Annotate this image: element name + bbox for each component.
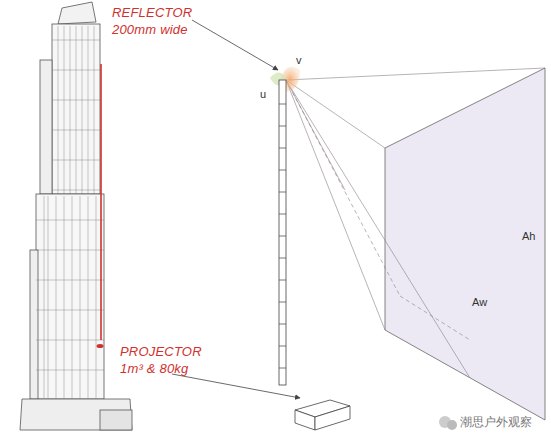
projector-box — [295, 400, 350, 430]
projection-rays — [286, 68, 545, 378]
axis-label: u — [260, 88, 266, 100]
leader-line — [192, 20, 278, 70]
callout-title: PROJECTOR — [120, 345, 202, 359]
facade-lines — [36, 26, 104, 398]
reflector-strip — [100, 64, 102, 340]
callout-note: 200mm wide — [112, 23, 188, 37]
axis-label: v — [296, 54, 302, 66]
callout-note: 1m³ & 80kg — [120, 362, 188, 376]
dimension-label: Ah — [522, 230, 535, 242]
reflector-mast — [279, 80, 286, 385]
watermark: 潮思户外观察 — [460, 416, 532, 429]
callout-title: REFLECTOR — [112, 6, 192, 20]
projector-mark — [97, 344, 104, 348]
dimension-label: Aw — [472, 296, 487, 308]
skyscraper — [20, 2, 132, 430]
watermark-icon — [439, 416, 457, 430]
projection-screen — [385, 68, 545, 420]
mast-segments — [279, 104, 286, 368]
